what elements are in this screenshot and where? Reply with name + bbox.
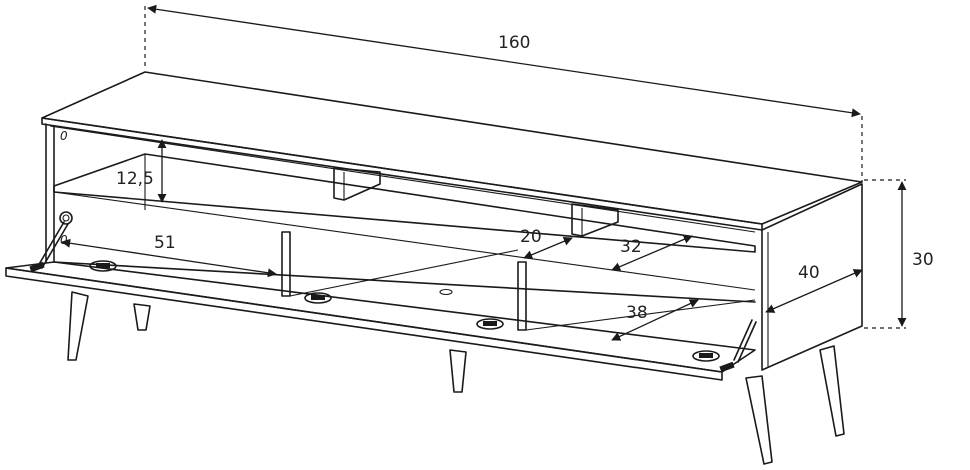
upper-dividers [333,167,619,237]
drawer-width-label: 51 [154,233,176,253]
depth-label: 40 [798,263,820,283]
depth-arrow [765,269,863,313]
shelf-depth-label: 20 [520,227,542,247]
hinge-icon [692,350,720,362]
shelf-depth-arrow [523,236,573,260]
height-label: 30 [912,250,934,270]
hinge-icon [304,292,332,304]
width-arrow [147,4,861,118]
width-label: 160 [498,33,530,53]
cable-hole-icon [439,288,453,296]
inner-depth-arrow [611,235,693,271]
stay-pivot-icon [59,211,73,225]
flap-stays [29,211,757,373]
svg-text:0: 0 [60,129,68,143]
dimension-lines [61,4,907,341]
middle-shelf [53,153,756,291]
inner-depth-label: 32 [620,237,642,257]
lower-depth-arrow [611,299,699,341]
hinge-icon [476,318,504,330]
legs [67,291,845,465]
hinges [89,260,720,362]
lower-depth-label: 38 [626,303,648,323]
shelf-height-label: 12,5 [116,169,154,189]
drawer-width-arrow [61,238,277,278]
